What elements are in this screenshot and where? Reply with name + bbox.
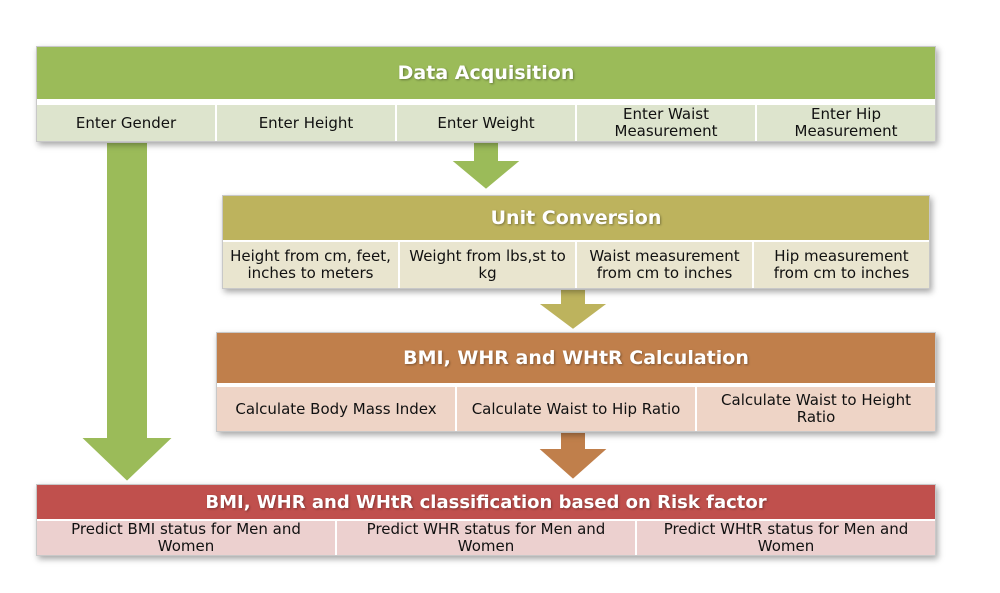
classification-block: BMI, WHR and WHtR classification based o… [36,484,936,556]
data-acquisition-items: Enter Gender Enter Height Enter Weight E… [37,105,935,141]
classification-items: Predict BMI status for Men and Women Pre… [37,521,935,555]
whtr-calculation-step: Calculate Waist to Height Ratio [697,387,935,431]
weight-conversion-step: Weight from lbs,st to kg [400,242,577,288]
whtr-prediction-step: Predict WHtR status for Men and Women [637,521,935,555]
hip-conversion-step: Hip measurement from cm to inches [754,242,929,288]
arrow-acquisition-to-conversion [447,141,525,192]
calculation-title: BMI, WHR and WHtR Calculation [217,333,935,383]
calculation-block: BMI, WHR and WHtR Calculation Calculate … [216,332,936,432]
arrow-calculation-to-classification [534,431,612,482]
height-conversion-step: Height from cm, feet, inches to meters [223,242,400,288]
calculation-items: Calculate Body Mass Index Calculate Wais… [217,387,935,431]
whr-prediction-step: Predict WHR status for Men and Women [337,521,637,555]
enter-weight-step: Enter Weight [397,105,577,141]
classification-title: BMI, WHR and WHtR classification based o… [37,485,935,519]
enter-height-step: Enter Height [217,105,397,141]
arrow-conversion-to-calculation [534,288,612,332]
arrow-gender-to-classification [77,141,177,484]
enter-hip-step: Enter Hip Measurement [757,105,935,141]
data-acquisition-title: Data Acquisition [37,47,935,99]
data-acquisition-block: Data Acquisition Enter Gender Enter Heig… [36,46,936,142]
bmi-calculation-step: Calculate Body Mass Index [217,387,457,431]
waist-conversion-step: Waist measurement from cm to inches [577,242,754,288]
unit-conversion-block: Unit Conversion Height from cm, feet, in… [222,195,930,289]
whr-calculation-step: Calculate Waist to Hip Ratio [457,387,697,431]
enter-gender-step: Enter Gender [37,105,217,141]
enter-waist-step: Enter Waist Measurement [577,105,757,141]
bmi-prediction-step: Predict BMI status for Men and Women [37,521,337,555]
unit-conversion-items: Height from cm, feet, inches to meters W… [223,242,929,288]
unit-conversion-title: Unit Conversion [223,196,929,240]
